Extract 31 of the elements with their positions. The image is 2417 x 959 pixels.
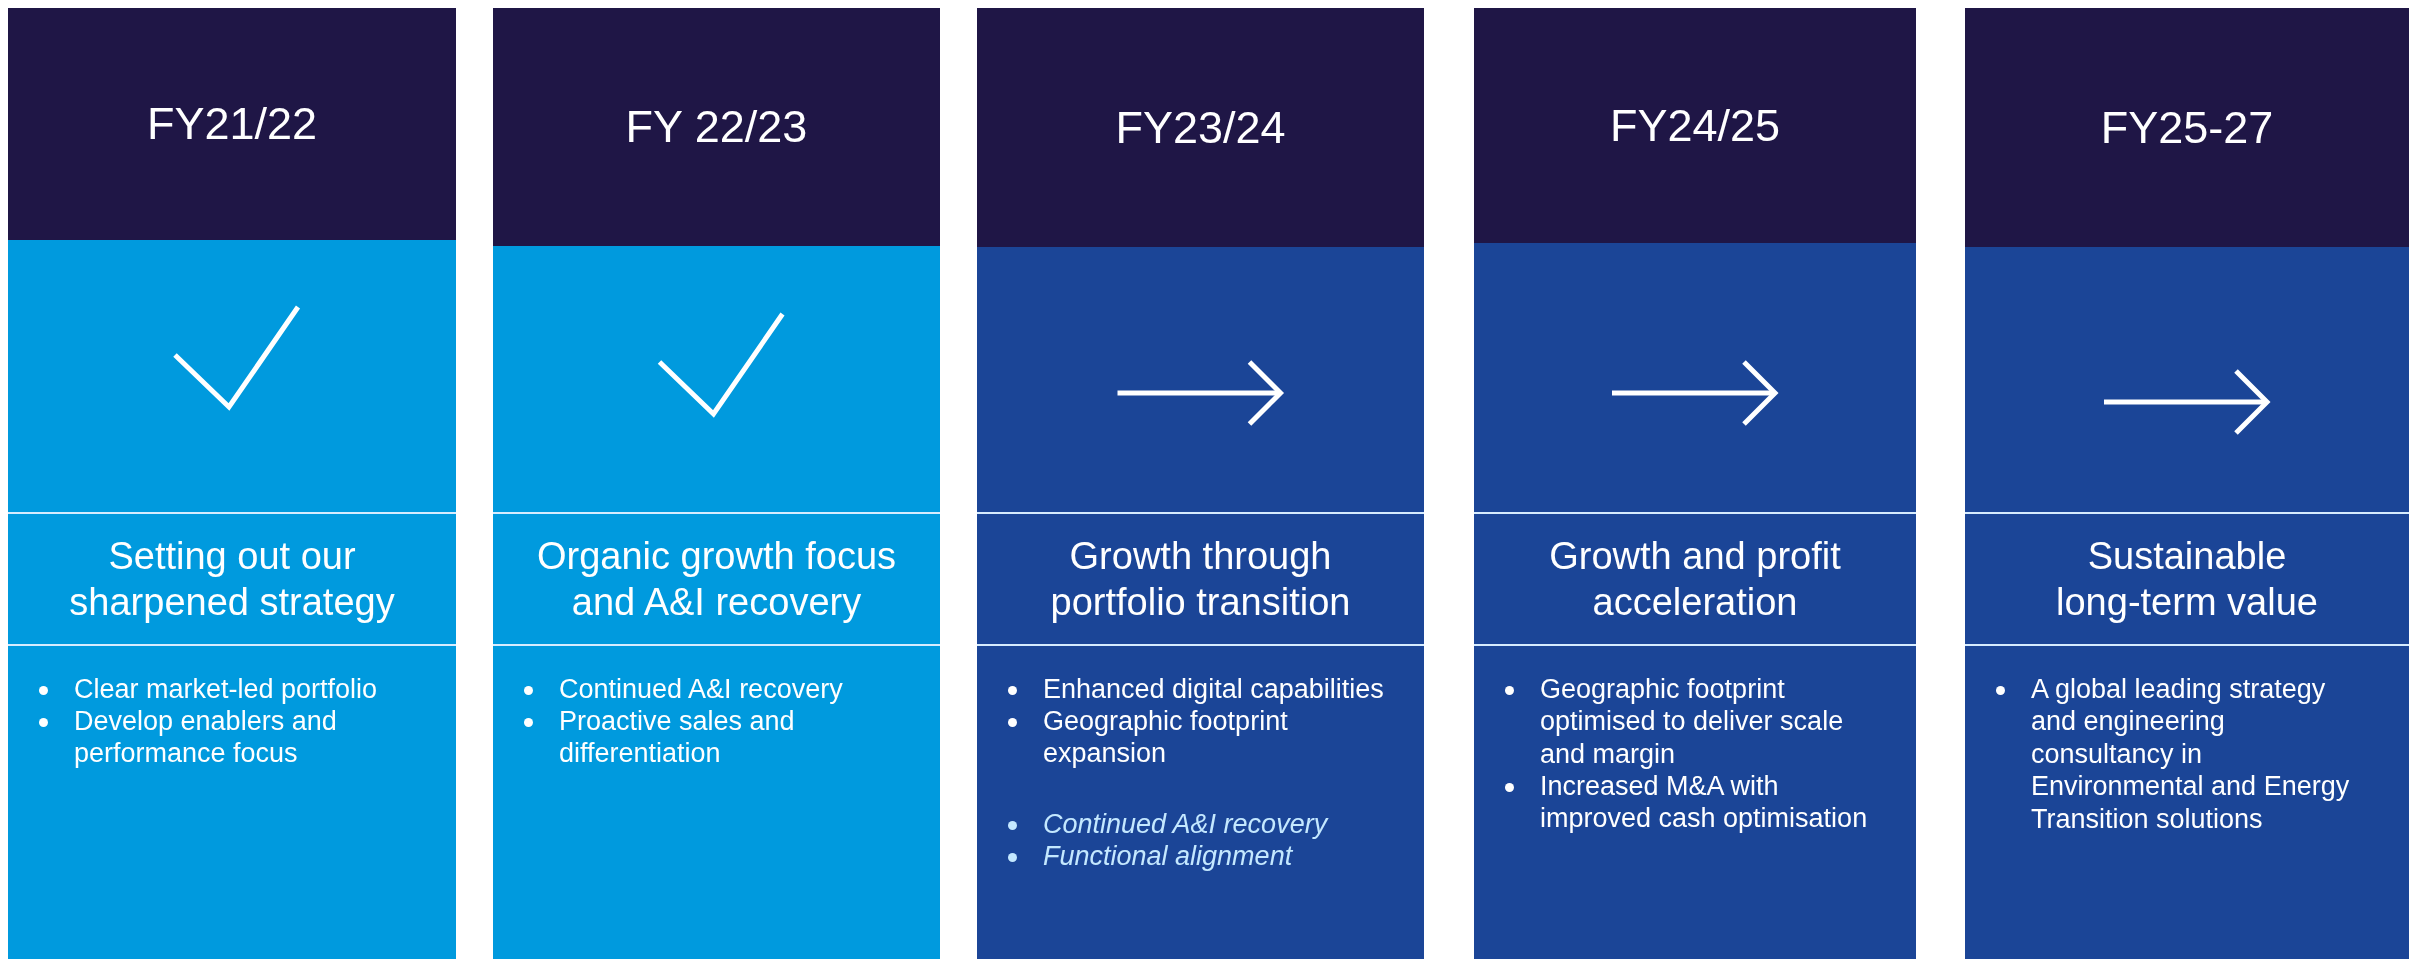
- year-header: [977, 8, 1424, 247]
- phase-panel: [493, 246, 940, 959]
- phase-panel: [8, 240, 456, 959]
- phase-title: Sustainable long-term value: [2055, 533, 2319, 625]
- bullet-text: Develop enablers and performance focus: [74, 706, 337, 769]
- year-label: FY21/22: [146, 98, 318, 150]
- phase-panel: [1965, 247, 2409, 959]
- bullet-text: Continued A&I recovery: [559, 674, 843, 704]
- year-header: [493, 8, 940, 246]
- bullet-text: Functional alignment: [1043, 841, 1293, 871]
- year-header: [1965, 8, 2409, 247]
- phase-title: Growth and profit acceleration: [1548, 533, 1842, 625]
- phase-title: Growth through portfolio transition: [1049, 533, 1352, 625]
- bullet-text: Enhanced digital capabilities: [1043, 674, 1384, 704]
- bullet-text: Geographic footprint expansion: [1043, 706, 1288, 769]
- year-label: FY24/25: [1609, 99, 1781, 152]
- year-label: FY23/24: [1115, 101, 1286, 154]
- phase-panel: [977, 247, 1424, 959]
- phase-panel: [1474, 243, 1916, 959]
- year-label: FY25-27: [2100, 101, 2274, 154]
- bullet-text: Proactive sales and differentiation: [559, 706, 795, 769]
- phase-title: Setting out our sharpened strategy: [68, 533, 396, 625]
- phase-title: Organic growth focus and A&I recovery: [535, 533, 898, 625]
- bullet-text: Clear market-led portfolio: [74, 674, 378, 704]
- year-header: [8, 8, 456, 240]
- bullet-text: Geographic footprint optimised to deliver scale and margin: [1540, 674, 1844, 769]
- year-header: [1474, 8, 1916, 243]
- bullet-text: Continued A&I recovery: [1043, 809, 1328, 839]
- bullet-text: A global leading strategy and engineering consultancy in Environmental and Energy Transition solutions: [2031, 674, 2350, 834]
- bullet-text: Increased M&A with improved cash optimisation: [1540, 771, 1868, 834]
- year-label: FY 22/23: [625, 101, 808, 153]
